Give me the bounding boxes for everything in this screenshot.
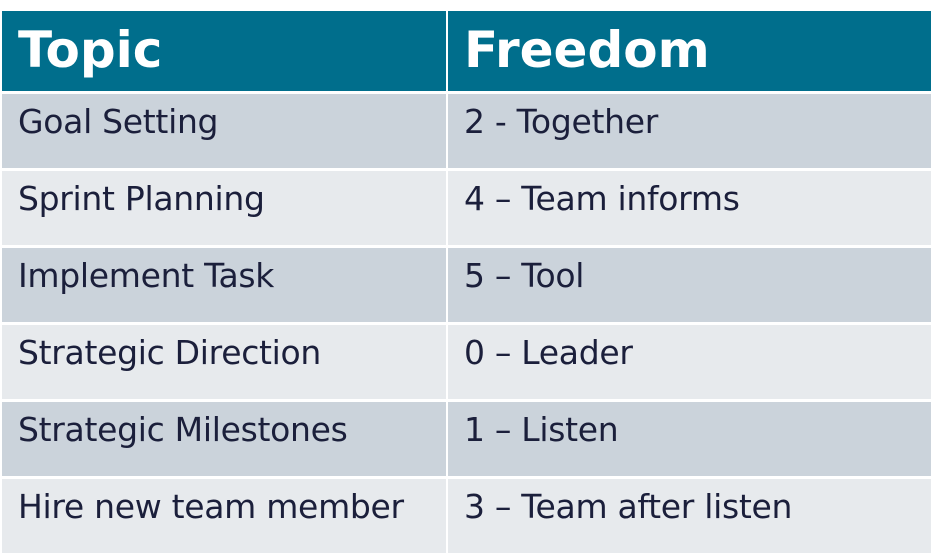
cell-freedom: 1 – Listen — [448, 402, 931, 476]
cell-topic: Hire new team member — [2, 479, 446, 553]
cell-freedom: 5 – Tool — [448, 248, 931, 322]
cell-topic: Strategic Milestones — [2, 402, 446, 476]
cell-topic: Implement Task — [2, 248, 446, 322]
cell-topic: Strategic Direction — [2, 325, 446, 399]
cell-topic: Goal Setting — [2, 94, 446, 168]
cell-freedom: 3 – Team after listen — [448, 479, 931, 553]
topic-freedom-table: Topic Freedom Goal Setting 2 - Together … — [2, 11, 931, 553]
cell-freedom: 0 – Leader — [448, 325, 931, 399]
cell-freedom: 4 – Team informs — [448, 171, 931, 245]
header-topic: Topic — [2, 11, 446, 91]
cell-topic: Sprint Planning — [2, 171, 446, 245]
cell-freedom: 2 - Together — [448, 94, 931, 168]
header-freedom: Freedom — [448, 11, 931, 91]
